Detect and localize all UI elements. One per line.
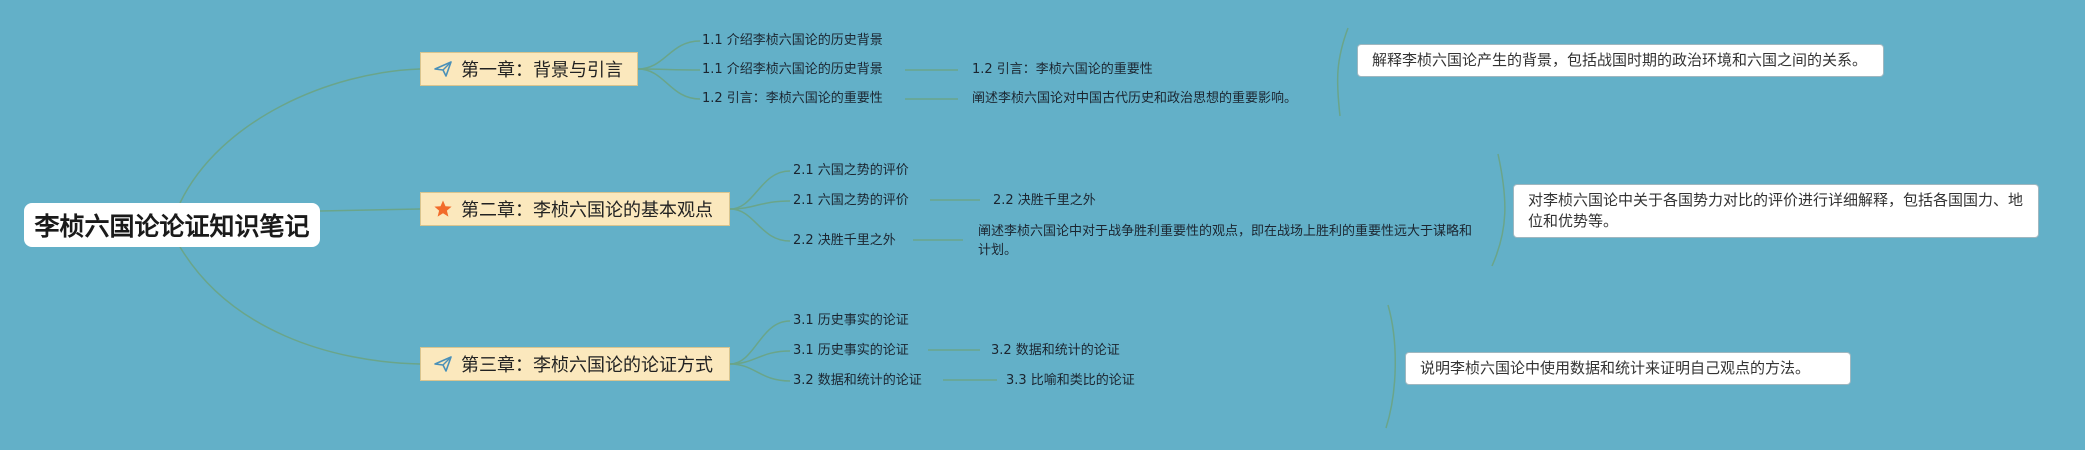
chapter-2-item-3-child[interactable]: 阐述李桢六国论中对于战争胜利重要性的观点，即在战场上胜利的重要性远大于谋略和计划… [978,224,1473,258]
chapter-3-item-1[interactable]: 3.1 历史事实的论证 [793,313,909,328]
paper-plane-icon [433,59,453,79]
chapter-2-topic[interactable]: 第二章：李桢六国论的基本观点 [420,192,730,226]
chapter-2-title: 第二章：李桢六国论的基本观点 [461,200,713,221]
chapter-2-item-1[interactable]: 2.1 六国之势的评价 [793,163,909,178]
chapter-1-topic[interactable]: 第一章：背景与引言 [420,52,638,86]
chapter-2-item-3[interactable]: 2.2 决胜千里之外 [793,233,896,248]
chapter-2-item-2[interactable]: 2.1 六国之势的评价 [793,193,909,208]
chapter-3-item-2-child[interactable]: 3.2 数据和统计的论证 [991,343,1120,358]
chapter-1-title: 第一章：背景与引言 [461,60,623,81]
chapter-1-item-3[interactable]: 1.2 引言：李桢六国论的重要性 [702,91,883,106]
chapter-3-item-2[interactable]: 3.1 历史事实的论证 [793,343,909,358]
paper-plane-icon [433,354,453,374]
chapter-1-description[interactable]: 解释李桢六国论产生的背景，包括战国时期的政治环境和六国之间的关系。 [1357,44,1884,77]
chapter-3-item-3-child[interactable]: 3.3 比喻和类比的论证 [1006,373,1135,388]
chapter-2-description[interactable]: 对李桢六国论中关于各国势力对比的评价进行详细解释，包括各国国力、地位和优势等。 [1513,184,2039,238]
chapter-3-title: 第三章：李桢六国论的论证方式 [461,355,713,376]
chapter-1-item-1[interactable]: 1.1 介绍李桢六国论的历史背景 [702,33,883,48]
chapter-1-item-2[interactable]: 1.1 介绍李桢六国论的历史背景 [702,62,883,77]
star-icon [433,199,453,219]
chapter-1-item-2-child[interactable]: 1.2 引言：李桢六国论的重要性 [972,62,1153,77]
chapter-1-item-3-child[interactable]: 阐述李桢六国论对中国古代历史和政治思想的重要影响。 [972,91,1298,106]
root-topic[interactable]: 李桢六国论论证知识笔记 [24,203,320,247]
chapter-3-description[interactable]: 说明李桢六国论中使用数据和统计来证明自己观点的方法。 [1405,352,1851,385]
chapter-3-topic[interactable]: 第三章：李桢六国论的论证方式 [420,347,730,381]
chapter-3-item-3[interactable]: 3.2 数据和统计的论证 [793,373,922,388]
chapter-2-item-2-child[interactable]: 2.2 决胜千里之外 [993,193,1096,208]
